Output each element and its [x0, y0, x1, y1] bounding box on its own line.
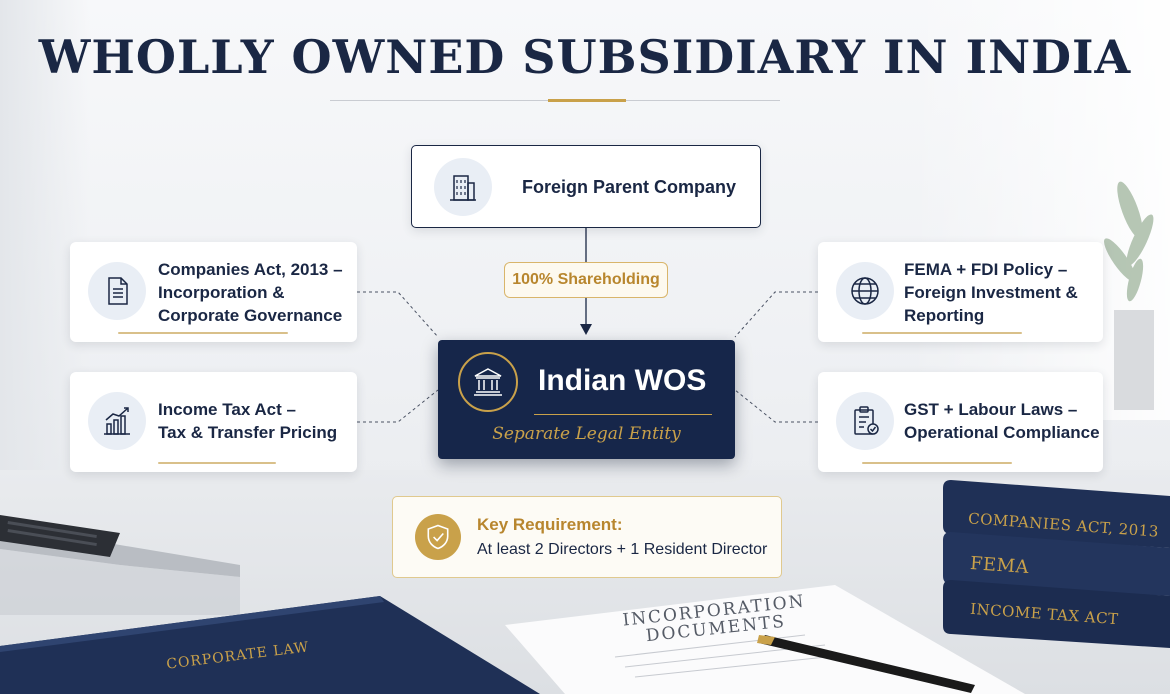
shareholding-badge: 100% Shareholding [504, 262, 668, 298]
companies-act-text: Companies Act, 2013 – Incorporation & Co… [158, 260, 343, 325]
book-label-fema: FEMA [969, 552, 1030, 579]
key-requirement-title: Key Requirement: [477, 515, 623, 534]
gst-labour-text: GST + Labour Laws – Operational Complian… [904, 400, 1100, 442]
companies-act-box: Companies Act, 2013 – Incorporation & Co… [70, 242, 357, 342]
indian-wos-box: Indian WOS Separate Legal Entity [438, 340, 735, 459]
incorporation-documents-paper [505, 585, 1025, 694]
wos-title: Indian WOS [538, 364, 707, 397]
office-building-icon [434, 158, 492, 216]
bar-chart-icon [88, 392, 146, 450]
key-requirement-box: Key Requirement: At least 2 Directors + … [392, 496, 782, 578]
key-requirement-text: At least 2 Directors + 1 Resident Direct… [477, 541, 768, 558]
wos-divider [534, 414, 712, 415]
box-accent-line [118, 332, 288, 334]
fema-fdi-box: FEMA + FDI Policy – Foreign Investment &… [818, 242, 1103, 342]
page-title: WHOLLY OWNED SUBSIDIARY IN INDIA [38, 30, 1132, 84]
foreign-parent-company-box: Foreign Parent Company [411, 145, 761, 228]
parent-company-label: Foreign Parent Company [522, 177, 737, 197]
box-accent-line [158, 462, 276, 464]
clipboard-check-icon [836, 392, 894, 450]
laptop-decoration [0, 515, 240, 615]
shield-check-icon [415, 514, 461, 560]
title-divider-accent [548, 99, 626, 102]
fema-fdi-text: FEMA + FDI Policy – Foreign Investment &… [904, 260, 1078, 325]
box-accent-line [862, 462, 1012, 464]
courthouse-icon [458, 352, 518, 412]
wos-subtitle: Separate Legal Entity [492, 424, 681, 444]
globe-icon [836, 262, 894, 320]
gst-labour-box: GST + Labour Laws – Operational Complian… [818, 372, 1103, 472]
law-books-stack [943, 480, 1170, 648]
income-tax-act-text: Income Tax Act – Tax & Transfer Pricing [158, 400, 338, 442]
document-icon [88, 262, 146, 320]
plant-decoration [1104, 181, 1154, 410]
corporate-law-folder [0, 596, 540, 694]
income-tax-act-box: Income Tax Act – Tax & Transfer Pricing [70, 372, 357, 472]
box-accent-line [862, 332, 1022, 334]
